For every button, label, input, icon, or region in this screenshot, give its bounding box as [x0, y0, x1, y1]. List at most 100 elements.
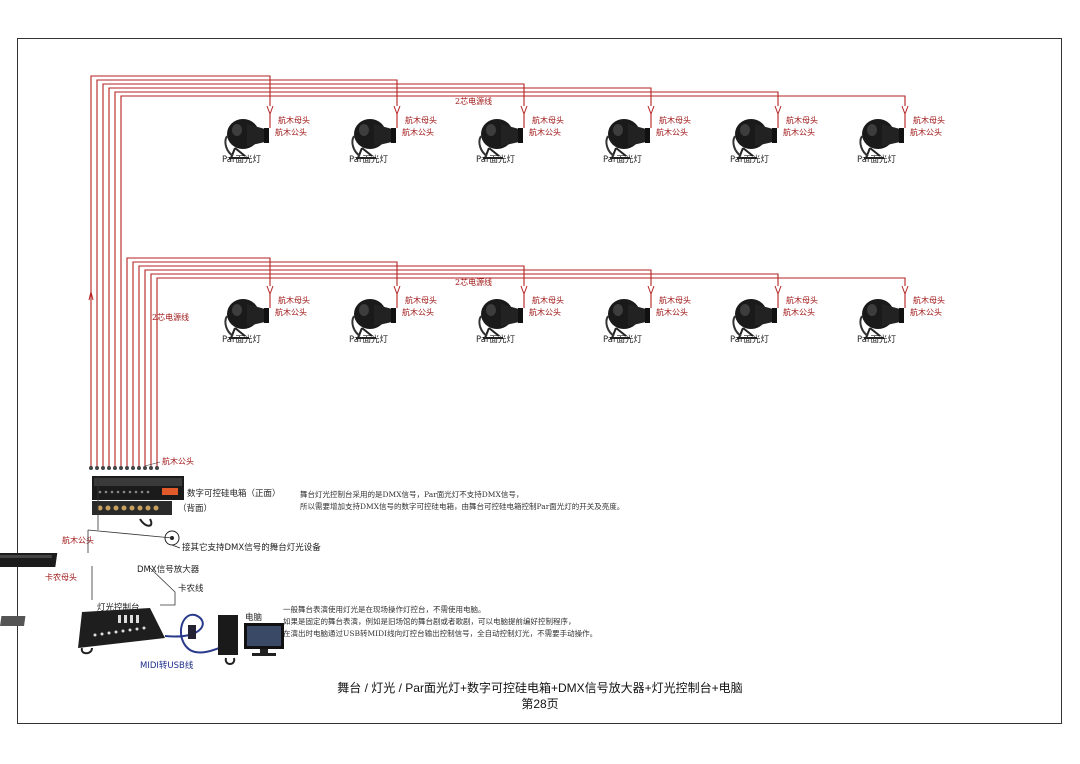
dmx-cables [87, 476, 176, 606]
female-connector-label: 航木母头 [405, 115, 437, 125]
par-light [605, 118, 651, 159]
female-connector-label: 航木母头 [278, 115, 310, 125]
arrow-down-icon [266, 285, 274, 296]
par-light-label: Par面光灯 [476, 334, 515, 345]
wire-row2-3 [138, 265, 525, 468]
par-light-label: Par面光灯 [857, 334, 896, 345]
wire-row1-3 [102, 83, 525, 468]
par-light-icon [859, 298, 905, 339]
note-bottom-line2: 如果是固定的舞台表演，例如是旧场馆的舞台剧或者歌剧，可以电脑提前编好控制程序， [283, 616, 576, 626]
caption-page: 第28页 [521, 697, 558, 711]
par-light-label: Par面光灯 [476, 154, 515, 165]
female-connector-label: 航木母头 [532, 115, 564, 125]
par-light [478, 298, 524, 339]
left-trunk-label: 2芯电源线 [152, 312, 189, 322]
bottom-male-label: 航木公头 [162, 456, 194, 466]
wire-row1-1 [90, 75, 271, 468]
par-light-label: Par面光灯 [603, 154, 642, 165]
arrow-down-icon [266, 105, 274, 116]
male-connector-label: 航木公头 [529, 127, 561, 137]
computer [218, 615, 284, 665]
console-label: 灯光控制台 [97, 602, 140, 613]
lighting-console [0, 608, 165, 655]
power-wires [88, 75, 906, 470]
par-light [351, 118, 397, 159]
dimmer-back-label: （背面） [178, 503, 212, 514]
female-connector-label: 航木母头 [659, 295, 691, 305]
par-light-icon [224, 298, 270, 339]
arrow-up-icon [88, 291, 94, 301]
par-light-icon [351, 298, 397, 339]
par-light-label: Par面光灯 [349, 334, 388, 345]
amp-female-label: 卡农母头 [45, 572, 77, 582]
par-light-icon [605, 118, 651, 159]
arrow-down-icon [901, 105, 909, 116]
trunk-plug [101, 466, 105, 470]
usb-cable-label: MIDI转USB线 [140, 660, 194, 671]
dmx-male-label: 航木公头 [62, 535, 94, 545]
wire-row2-4 [144, 269, 652, 468]
note-bottom-line1: 一般舞台表演使用灯光是在现场操作灯控台，不需使用电脑。 [283, 604, 486, 614]
female-connector-label: 航木母头 [913, 295, 945, 305]
par-light [351, 298, 397, 339]
amplifier-label: DMX信号放大器 [137, 564, 200, 575]
arrow-down-icon [774, 285, 782, 296]
note-top-line2: 所以需要增加支持DMX信号的数字可控硅电箱，由舞台可控硅电箱控制Par面光灯的开… [300, 501, 624, 511]
male-connector-label: 航木公头 [656, 127, 688, 137]
female-connector-label: 航木母头 [278, 295, 310, 305]
dmx-link-cable [87, 529, 173, 539]
par-light [478, 118, 524, 159]
par-light-icon [478, 118, 524, 159]
leader-line [144, 461, 161, 467]
note-bottom-line3: 在演出时电脑通过USB转MIDI线向灯控台输出控制信号，全自动控制灯光，不需要手… [283, 628, 597, 638]
trunk-plug [143, 466, 147, 470]
male-connector-label: 航木公头 [910, 127, 942, 137]
arrow-down-icon [647, 105, 655, 116]
trunk-plug [155, 466, 159, 470]
par-light [859, 298, 905, 339]
wire-row2-5 [150, 273, 779, 468]
dmx-out-leader [171, 544, 181, 549]
dimmer-box-front [92, 476, 184, 500]
dimmer-box-back [92, 501, 172, 527]
trunk-plug [125, 466, 129, 470]
par-light-label: Par面光灯 [603, 334, 642, 345]
trunk-plug [107, 466, 111, 470]
note-top-line1: 舞台灯光控制台采用的是DMX信号，Par面光灯不支持DMX信号， [300, 489, 523, 499]
dmx-other-label: 接其它支持DMX信号的舞台灯光设备 [182, 542, 321, 553]
arrow-down-icon [901, 285, 909, 296]
arrow-down-icon [520, 105, 528, 116]
female-connector-label: 航木母头 [786, 115, 818, 125]
usb-adapter [188, 625, 196, 639]
caption-title: 舞台 / 灯光 / Par面光灯+数字可控硅电箱+DMX信号放大器+灯光控制台+… [337, 680, 742, 695]
wire-row2-6 [156, 277, 906, 468]
par-light-label: Par面光灯 [222, 334, 261, 345]
par-light [224, 298, 270, 339]
arrow-down-icon [393, 285, 401, 296]
wire-row1-2 [96, 79, 398, 468]
trunk-plug [131, 466, 135, 470]
arrow-down-icon [647, 285, 655, 296]
computer-label: 电脑 [245, 612, 263, 623]
male-connector-label: 航木公头 [529, 307, 561, 317]
par-light [224, 118, 270, 159]
par-light [605, 298, 651, 339]
arrow-down-icon [520, 285, 528, 296]
par-lights: 航木母头航木公头Par面光灯航木母头航木公头Par面光灯航木母头航木公头Par面… [222, 105, 945, 345]
par-light-icon [859, 118, 905, 159]
arrow-down-icon [774, 105, 782, 116]
male-connector-label: 航木公头 [783, 307, 815, 317]
trunk-plug [119, 466, 123, 470]
male-connector-label: 航木公头 [910, 307, 942, 317]
par-light [732, 118, 778, 159]
xlr-cable-label: 卡农线 [178, 583, 204, 594]
female-connector-label: 航木母头 [913, 115, 945, 125]
dmx-amplifier [0, 553, 58, 567]
par-light-label: Par面光灯 [222, 154, 261, 165]
par-light-label: Par面光灯 [857, 154, 896, 165]
male-connector-label: 航木公头 [402, 307, 434, 317]
male-connector-label: 航木公头 [783, 127, 815, 137]
female-connector-label: 航木母头 [532, 295, 564, 305]
par-light [732, 298, 778, 339]
